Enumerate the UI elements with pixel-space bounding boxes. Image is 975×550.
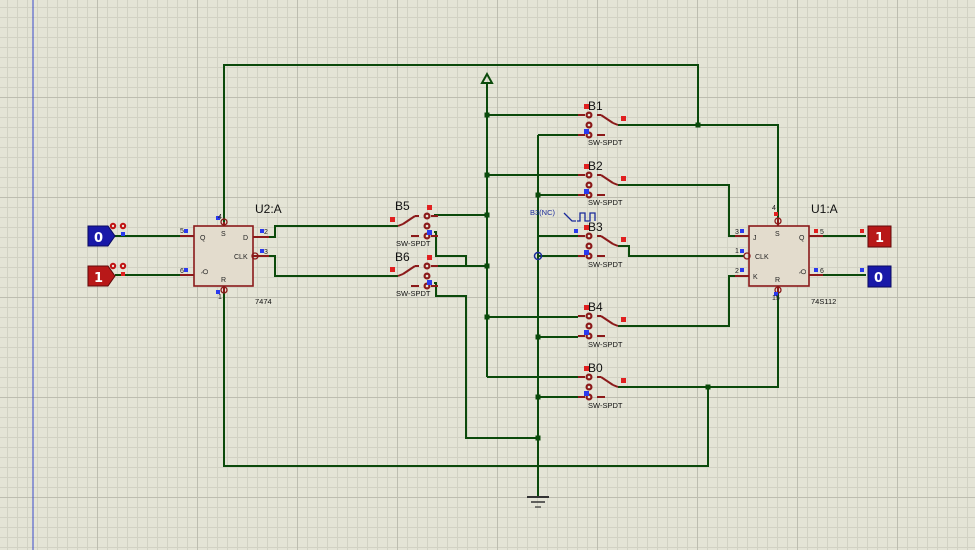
u2-pinnum-r: 1: [218, 294, 222, 301]
switch-b0-ref: B0: [588, 361, 603, 375]
wire-b1-out[interactable]: [618, 124, 779, 222]
logic-indicator-u1-qb[interactable]: [860, 265, 892, 288]
switch-b0-type: SW-SPDT: [588, 401, 623, 410]
logic-state-u1-qb: 0: [874, 271, 883, 286]
junctions: [484, 112, 711, 441]
switch-b2-ref: B2: [588, 159, 603, 173]
logic-indicator-u1-q[interactable]: [860, 225, 892, 248]
switch-b6-ref: B6: [395, 250, 410, 264]
wire-b2-out[interactable]: [618, 184, 746, 237]
chip-u2-7474[interactable]: [180, 216, 269, 294]
u1-pin-j: J: [753, 235, 757, 242]
u2-pinnum-q: 5: [180, 228, 184, 235]
switch-b4-ref: B4: [588, 300, 603, 314]
wire-b0-out[interactable]: [618, 290, 779, 388]
wire-b5-gnd[interactable]: [434, 231, 487, 267]
logic-probe-u2-qb[interactable]: [87, 262, 127, 287]
u1-pinnum-r: 15: [772, 295, 780, 302]
ground-terminal[interactable]: [527, 496, 549, 508]
logic-state-u1-q: 1: [875, 231, 884, 246]
switch-b5-ref: B5: [395, 199, 410, 213]
u2-pin-qb: Q: [201, 269, 208, 275]
u1-pin-r: R: [775, 277, 780, 284]
wire-u2-d[interactable]: [269, 225, 398, 238]
switch-b1-type: SW-SPDT: [588, 138, 623, 147]
wire-bottom-loop[interactable]: [223, 292, 709, 467]
u1-pinnum-clk: 1: [735, 248, 739, 255]
u2-pinnum-clk: 3: [264, 249, 268, 256]
chip-u1-74s112[interactable]: [735, 212, 823, 296]
switch-b1-ref: B1: [588, 99, 603, 113]
u2-part-number: 7474: [255, 297, 272, 306]
switch-b2-type: SW-SPDT: [588, 198, 623, 207]
logic-state-u2-qb: 1: [94, 271, 103, 286]
u2-pin-s: S: [221, 231, 226, 238]
wire-b6-gnd[interactable]: [434, 282, 538, 439]
vcc-terminal[interactable]: [480, 71, 494, 84]
u2-reference: U2:A: [255, 202, 282, 216]
u1-pin-k: K: [753, 274, 758, 281]
u1-pinnum-qb: 6: [820, 268, 824, 275]
u1-pin-qb: Q: [799, 269, 806, 275]
u2-pin-q: Q: [200, 235, 206, 242]
u1-part-number: 74S112: [811, 297, 836, 306]
switch-b3-ref: B3: [588, 220, 603, 234]
u2-pin-clk: CLK: [234, 254, 248, 261]
switch-b4-type: SW-SPDT: [588, 340, 623, 349]
wire-b4-out[interactable]: [618, 275, 746, 327]
u2-pinnum-d: 2: [264, 229, 268, 236]
u1-pinnum-j: 3: [735, 229, 739, 236]
switch-b3-type: SW-SPDT: [588, 260, 623, 269]
u1-pin-q: Q: [799, 235, 805, 242]
u2-pin-r: R: [221, 277, 226, 284]
wires: [115, 64, 866, 497]
u1-pinnum-k: 2: [735, 268, 739, 275]
u1-pin-s: S: [775, 231, 780, 238]
logic-probe-u2-q[interactable]: [87, 222, 127, 247]
u1-pinnum-q: 5: [820, 229, 824, 236]
wire-b3-out[interactable]: [618, 245, 744, 257]
clock-generator-label: B3(NC): [530, 208, 556, 217]
u1-pin-clk: CLK: [755, 254, 769, 261]
switch-b5-type: SW-SPDT: [396, 239, 431, 248]
clock-generator[interactable]: [563, 212, 596, 233]
u1-pinnum-s: 4: [772, 205, 776, 212]
wire-top-loop[interactable]: [223, 64, 699, 222]
u2-pinnum-s: 4: [218, 214, 222, 221]
wire-u2-clk[interactable]: [269, 255, 398, 277]
logic-state-u2-q: 0: [94, 231, 103, 246]
switch-b6-type: SW-SPDT: [396, 289, 431, 298]
u2-pin-d: D: [243, 235, 248, 242]
u1-reference: U1:A: [811, 202, 838, 216]
u2-pinnum-qb: 6: [180, 268, 184, 275]
